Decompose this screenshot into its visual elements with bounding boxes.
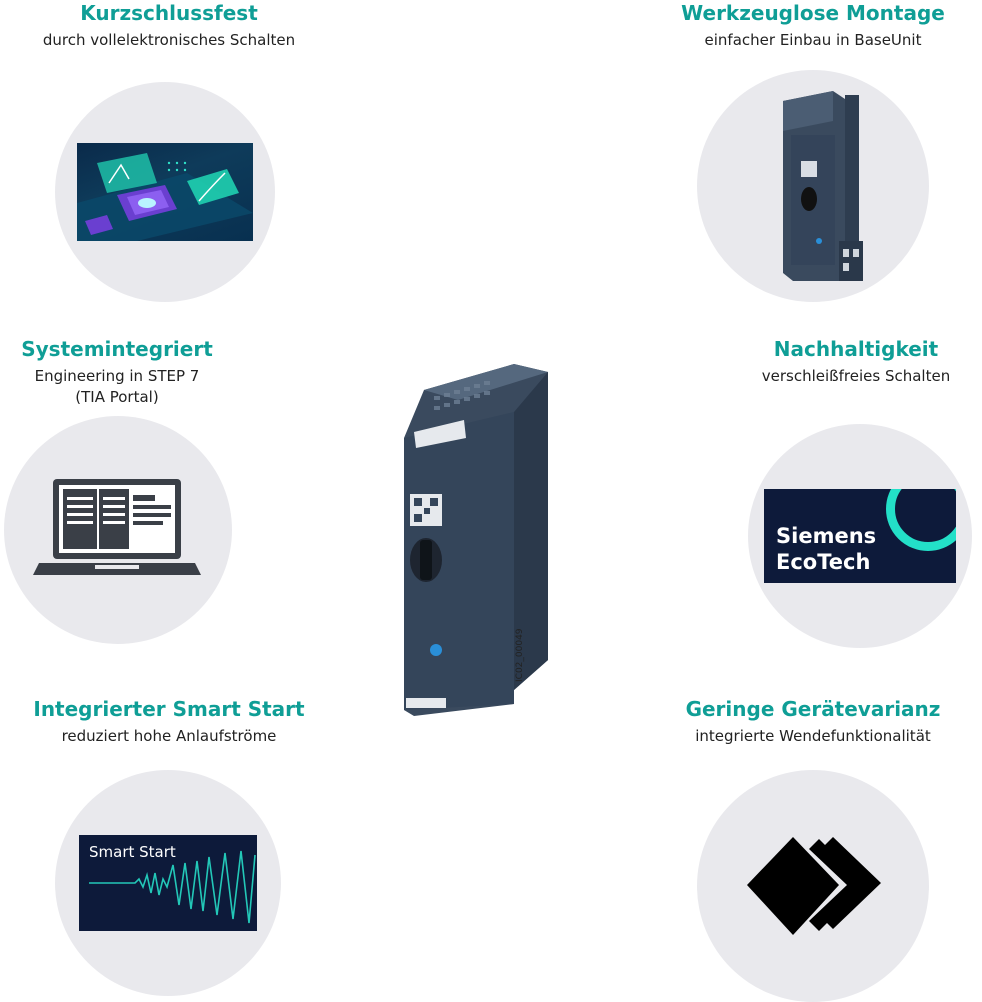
- feature-nachhaltigkeit: Nachhaltigkeit verschleißfreies Schalten: [730, 336, 982, 387]
- circle-systemintegriert: [4, 416, 232, 644]
- feature-subtitle: integrierte Wendefunktionalität: [695, 727, 931, 745]
- feature-title: Integrierter Smart Start: [33, 697, 305, 721]
- feature-title: Nachhaltigkeit: [773, 337, 939, 361]
- laptop-icon: [33, 479, 201, 575]
- stacked-diamonds-icon: [747, 837, 881, 935]
- eco-ring-icon: [886, 489, 956, 551]
- circle-kurzschlussfest: [55, 82, 275, 302]
- feature-subtitle: reduziert hohe Anlaufströme: [61, 727, 277, 745]
- circle-nachhaltigkeit: Siemens EcoTech: [748, 424, 972, 648]
- feature-kurzschlussfest: Kurzschlussfest durch vollelektronisches…: [0, 0, 338, 51]
- circle-geraetevarianz: [697, 770, 929, 1002]
- feature-subtitle: einfacher Einbau in BaseUnit: [704, 31, 922, 49]
- feature-title: Geringe Gerätevarianz: [685, 697, 941, 721]
- feature-subtitle: verschleißfreies Schalten: [761, 367, 951, 385]
- feature-subtitle: Engineering in STEP 7 (TIA Portal): [34, 367, 200, 406]
- chip-illustration: [77, 143, 253, 241]
- smart-start-label: Smart Start: [89, 843, 176, 861]
- feature-subtitle: durch vollelektronisches Schalten: [42, 31, 296, 49]
- motor-starter-device-icon: [404, 364, 548, 716]
- circle-smart-start: Smart Start: [55, 770, 281, 996]
- feature-systemintegriert: Systemintegriert Engineering in STEP 7 (…: [0, 336, 234, 408]
- feature-title: Werkzeuglose Montage: [681, 1, 945, 25]
- figure-id-label: IC02_00049: [515, 628, 525, 682]
- feature-werkzeuglose-montage: Werkzeuglose Montage einfacher Einbau in…: [644, 0, 982, 51]
- smart-start-graph: Smart Start: [79, 835, 257, 931]
- siemens-ecotech-badge: Siemens EcoTech: [764, 489, 956, 583]
- circle-werkzeuglose-montage: [697, 70, 929, 302]
- feature-title: Kurzschlussfest: [80, 1, 258, 25]
- eco-badge-text: Siemens EcoTech: [776, 524, 877, 574]
- feature-title: Systemintegriert: [21, 337, 213, 361]
- feature-smart-start: Integrierter Smart Start reduziert hohe …: [10, 696, 328, 747]
- feature-geraetevarianz: Geringe Gerätevarianz integrierte Wendef…: [644, 696, 982, 747]
- base-unit-device-icon: [783, 91, 863, 281]
